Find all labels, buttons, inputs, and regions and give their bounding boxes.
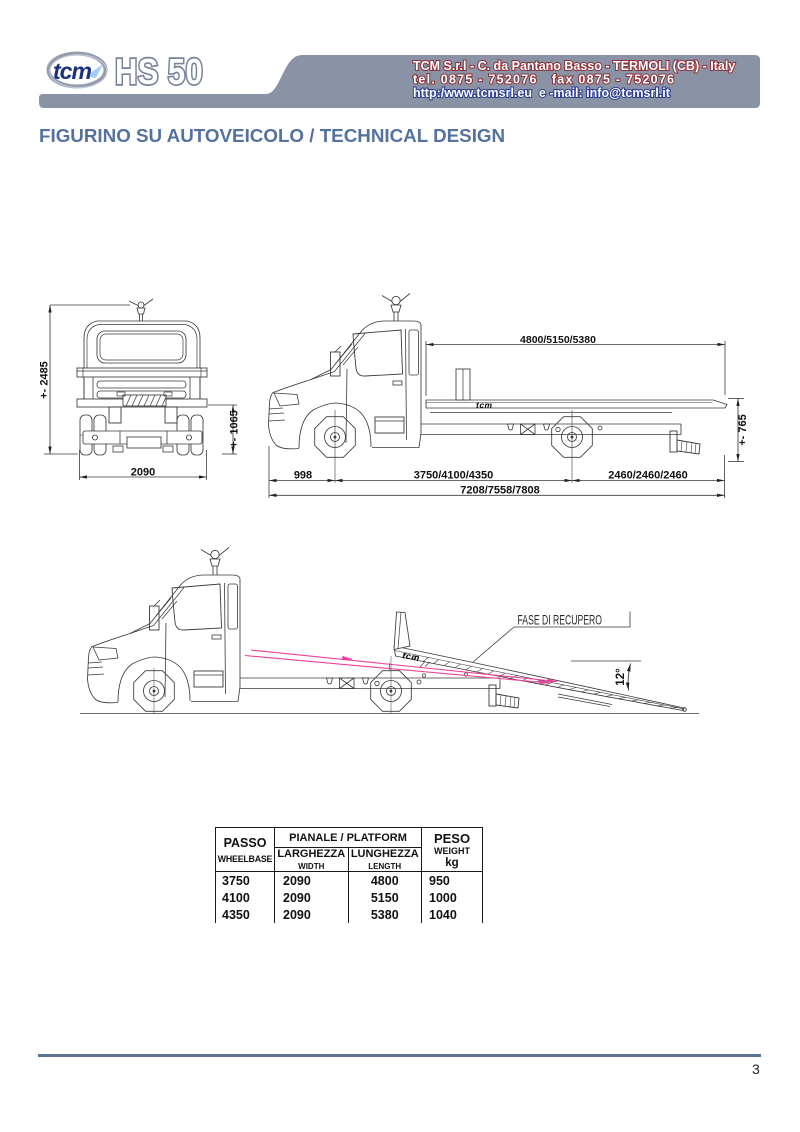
svg-text:+- 2485: +- 2485 [39,361,51,399]
svg-text:2460/2460/2460: 2460/2460/2460 [608,470,688,482]
svg-text:http:/www.tcmsrl.eu e -mail:: http:/www.tcmsrl.eu e -mail: info@tcmsrl… [413,86,671,100]
svg-text:tcm: tcm [53,58,91,84]
svg-text:FASE DI RECUPERO: FASE DI RECUPERO [518,612,603,628]
svg-text:+- 1065: +- 1065 [229,410,241,448]
svg-text:+- 765: +- 765 [737,414,749,446]
svg-text:4800/5150/5380: 4800/5150/5380 [520,334,596,346]
svg-text:tel. 0875 - 752076 fax 0875: tel. 0875 - 752076 fax 0875 - 752076 [413,73,675,87]
svg-text:2090: 2090 [131,467,155,479]
svg-text:TCM S.r.l - C. da Pantano Bass: TCM S.r.l - C. da Pantano Basso - TERMOL… [413,59,735,73]
svg-text:tcm: tcm [402,650,421,663]
svg-text:998: 998 [294,470,312,482]
svg-text:12°: 12° [615,668,627,686]
svg-text:tcm: tcm [476,400,493,410]
svg-text:3750/4100/4350: 3750/4100/4350 [414,470,494,482]
svg-text:HS 50: HS 50 [115,53,203,93]
svg-text:7208/7558/7808: 7208/7558/7808 [460,485,540,497]
